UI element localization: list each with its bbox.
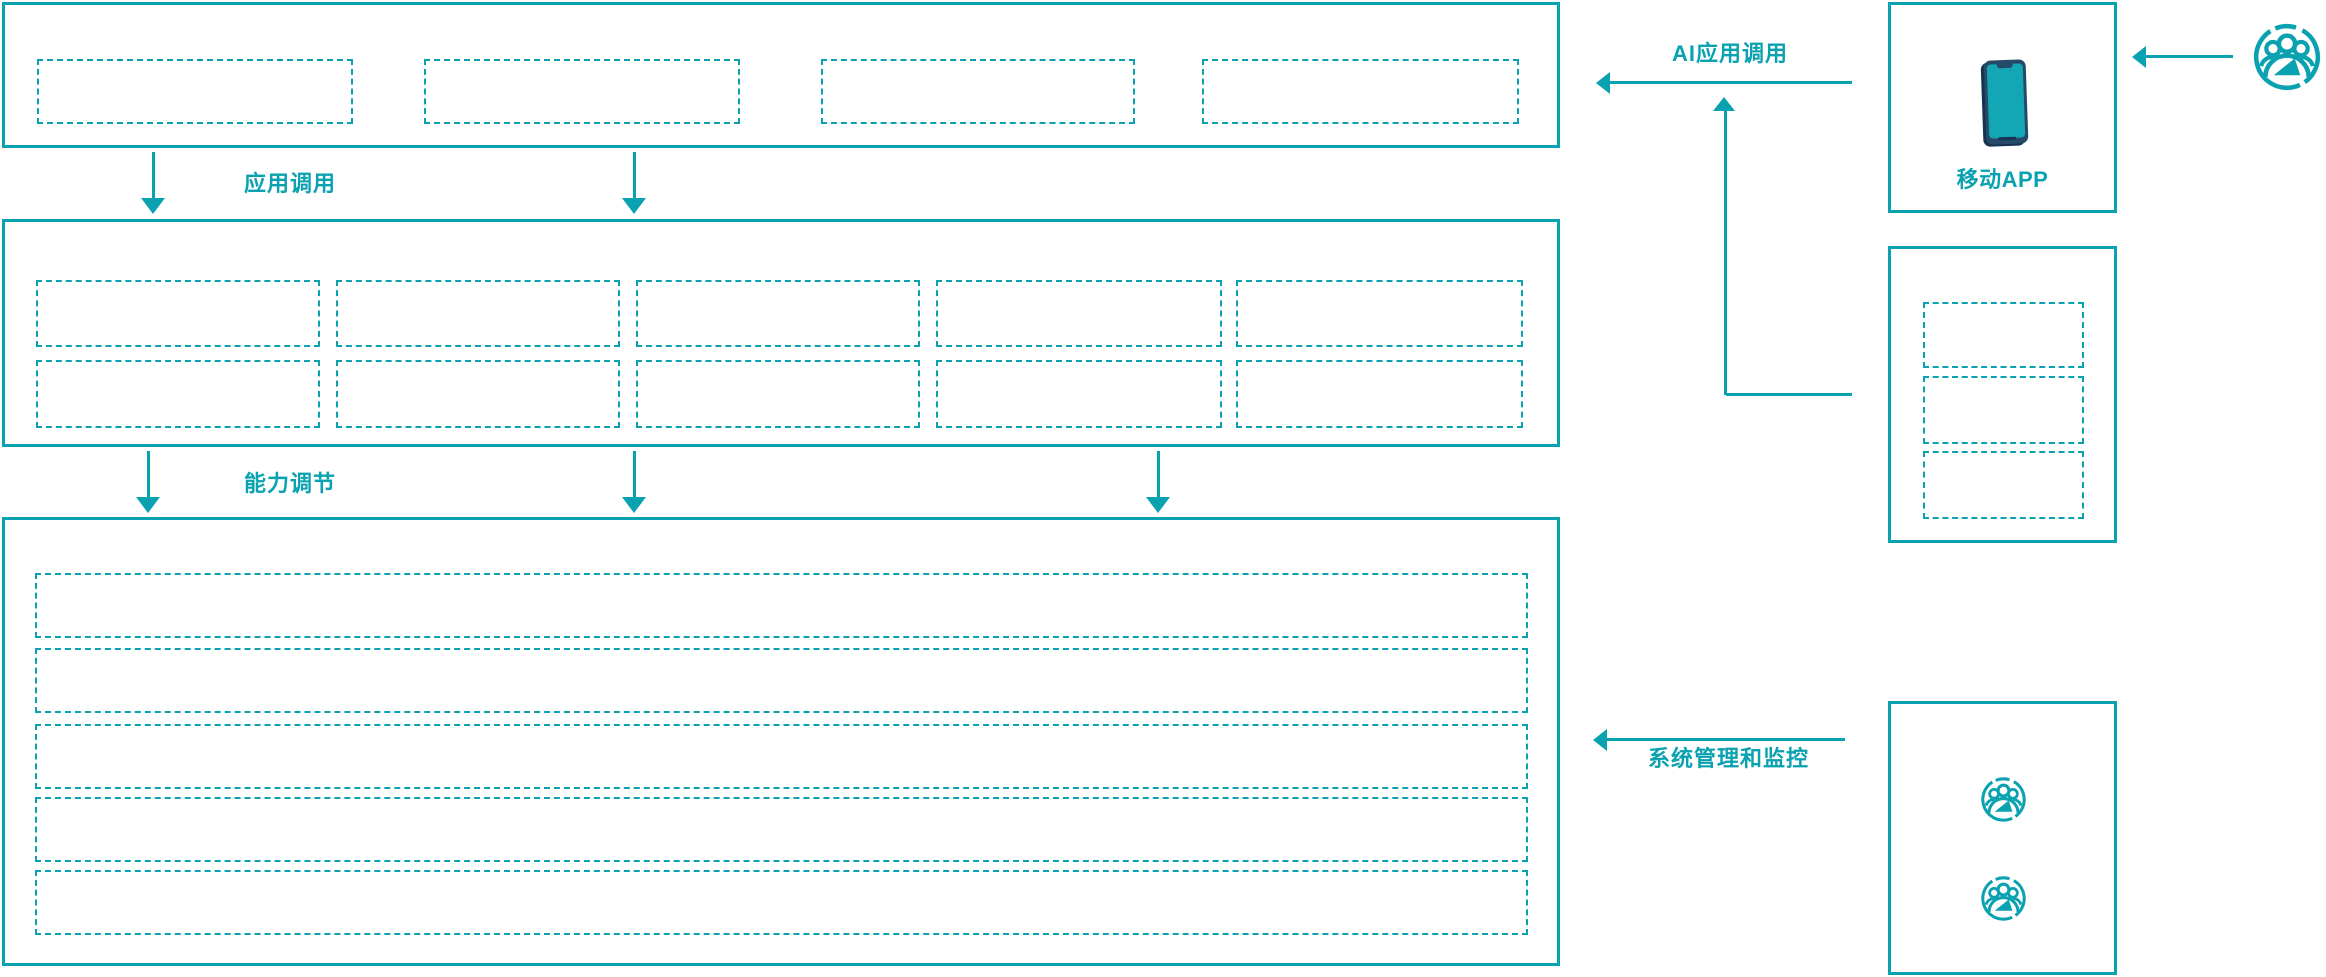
down-arrow-line (147, 451, 150, 497)
placeholder-box (336, 280, 620, 347)
user-group-icon (2252, 22, 2322, 92)
phone-screen (1986, 63, 2026, 139)
placeholder-box (36, 280, 320, 347)
elbow-connector-arrow-head (1713, 97, 1735, 111)
elbow-connector-horizontal (1726, 393, 1852, 396)
user-group-icon (1980, 776, 2027, 823)
down-arrow-head (622, 497, 646, 513)
down-arrow-line (1157, 451, 1160, 497)
placeholder-box (36, 360, 320, 428)
placeholder-box (1923, 302, 2084, 368)
down-arrow-head (141, 198, 165, 214)
down-arrow-head (1146, 497, 1170, 513)
user-group-icon (1980, 875, 2027, 922)
down-arrow-head (136, 497, 160, 513)
placeholder-row (35, 648, 1528, 713)
placeholder-box (1236, 360, 1523, 428)
placeholder-box (821, 59, 1135, 124)
placeholder-box (636, 280, 920, 347)
phone-notch (1996, 62, 2013, 69)
placeholder-box (936, 280, 1222, 347)
down-arrow-line (633, 152, 636, 198)
phone-home-bar (1998, 136, 2017, 141)
user-arrow-line (2146, 55, 2233, 58)
ai-call-arrow-head (1596, 72, 1610, 94)
placeholder-box (1202, 59, 1519, 124)
system-mgmt-arrow-head (1593, 729, 1607, 751)
placeholder-box (336, 360, 620, 428)
placeholder-box (636, 360, 920, 428)
placeholder-box (936, 360, 1222, 428)
placeholder-box (1923, 376, 2084, 444)
placeholder-box (1236, 280, 1523, 347)
placeholder-box (424, 59, 740, 124)
placeholder-box (1923, 451, 2084, 519)
app-call-label: 应用调用 (244, 171, 337, 196)
capability-adjust-label: 能力调节 (244, 471, 337, 496)
placeholder-box (37, 59, 353, 124)
system-management-label: 系统管理和监控 (1648, 746, 1810, 771)
placeholder-row (35, 724, 1528, 789)
placeholder-row (35, 573, 1528, 638)
smartphone-icon (1983, 59, 2029, 145)
mobile-app-label: 移动APP (1956, 167, 2049, 192)
placeholder-row (35, 797, 1528, 862)
elbow-connector-vertical (1724, 111, 1727, 395)
ai-call-arrow-line (1610, 81, 1852, 84)
down-arrow-line (633, 451, 636, 497)
down-arrow-line (152, 152, 155, 198)
user-arrow-head (2132, 46, 2146, 68)
system-mgmt-arrow-line (1607, 738, 1845, 741)
placeholder-row (35, 870, 1528, 935)
admin-panel-box (1888, 701, 2117, 975)
down-arrow-head (622, 198, 646, 214)
ai-app-call-label: AI应用调用 (1672, 41, 1789, 66)
